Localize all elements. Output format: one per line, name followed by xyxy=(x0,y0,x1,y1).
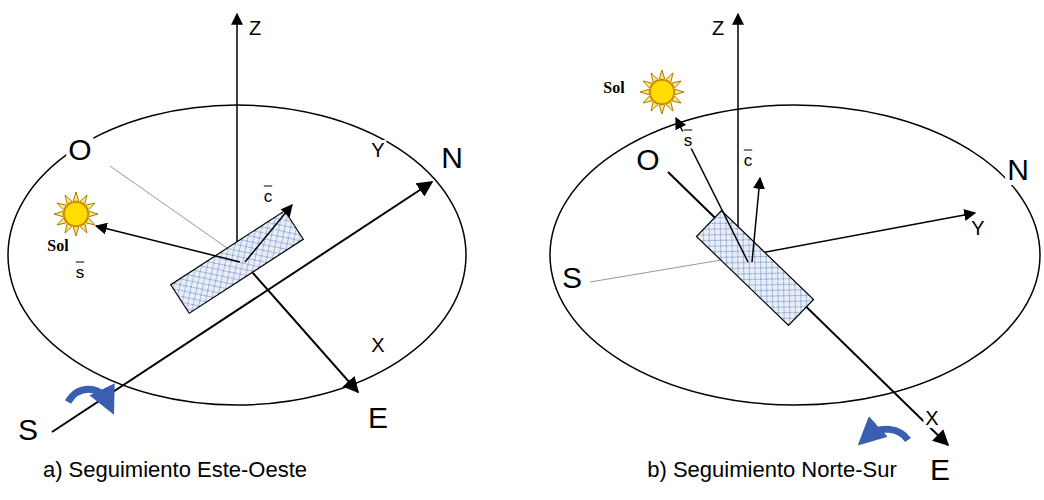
x-axis xyxy=(668,172,948,445)
west-line xyxy=(110,166,237,255)
cardinal-label: E xyxy=(928,455,952,485)
vector-label: s xyxy=(74,264,87,281)
sun-icon xyxy=(54,192,98,236)
sun-label: Sol xyxy=(45,238,70,254)
axis-label: X xyxy=(923,408,940,428)
axis-label: X xyxy=(369,335,386,355)
cardinal-label: S xyxy=(560,263,584,293)
cardinal-label: O xyxy=(66,135,93,165)
z-axis xyxy=(737,14,739,245)
cardinal-label: O xyxy=(634,145,661,175)
sun-vector xyxy=(676,118,748,262)
axis-label: Z xyxy=(247,18,263,38)
caption: a) Seguimiento Este-Oeste xyxy=(41,459,309,481)
sun-label: Sol xyxy=(601,80,626,96)
rotation-arrow xyxy=(68,389,108,402)
panel-b xyxy=(550,14,1040,445)
y-axis xyxy=(52,182,432,432)
cardinal-label: S xyxy=(16,415,40,445)
normal-vector xyxy=(752,178,760,262)
panel-a xyxy=(8,14,466,432)
sun-vector xyxy=(96,226,240,262)
vector-label: s xyxy=(682,132,695,149)
vector-label: c xyxy=(262,188,275,205)
vector-label: c xyxy=(742,152,755,169)
cardinal-label: N xyxy=(1005,155,1031,185)
cardinal-label: N xyxy=(439,143,465,173)
axis-label: Y xyxy=(969,218,986,238)
caption: b) Seguimiento Norte-Sur xyxy=(645,459,898,481)
cardinal-label: E xyxy=(366,403,390,433)
sun-icon xyxy=(640,70,684,114)
axis-label: Z xyxy=(710,18,726,38)
x-axis xyxy=(237,255,358,392)
axis-label: Y xyxy=(369,140,386,160)
rotation-arrow xyxy=(868,429,908,440)
y-axis xyxy=(745,213,975,256)
normal-vector xyxy=(245,205,292,262)
horizon-ellipse xyxy=(550,105,1040,405)
z-axis xyxy=(236,14,238,255)
